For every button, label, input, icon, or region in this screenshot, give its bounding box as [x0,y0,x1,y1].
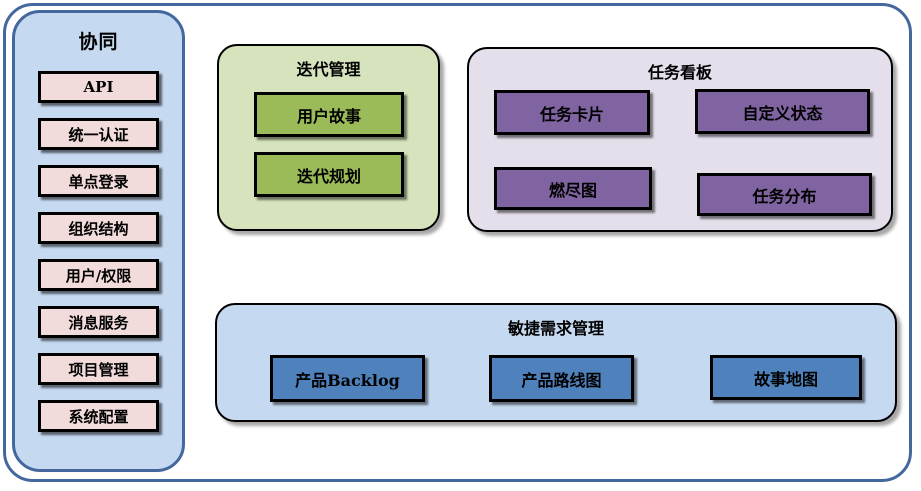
sidebar-title: 协同 [78,32,119,53]
sidebar-item-user-permissions: 用户/权限 [38,259,159,291]
group-agile-requirements: 敏捷需求管理 产品Backlog 产品路线图 故事地图 [215,303,897,422]
group-kanban-title: 任务看板 [647,65,712,82]
feature-user-story: 用户故事 [254,92,404,137]
feature-product-roadmap: 产品路线图 [489,355,634,402]
sidebar-item-list: API 统一认证 单点登录 组织结构 用户/权限 消息服务 项目管理 系统配置 [15,71,182,432]
feature-story-map: 故事地图 [710,355,862,400]
feature-custom-status: 自定义状态 [695,89,870,134]
sidebar-collaboration-panel: 协同 API 统一认证 单点登录 组织结构 用户/权限 消息服务 项目管理 系统… [12,10,185,472]
feature-task-card: 任务卡片 [494,90,650,135]
feature-product-backlog: 产品Backlog [270,355,425,402]
sidebar-item-unified-auth: 统一认证 [38,118,159,150]
feature-iteration-planning: 迭代规划 [254,152,404,197]
sidebar-item-system-config: 系统配置 [38,400,159,432]
sidebar-item-api: API [38,71,159,103]
group-agile-title: 敏捷需求管理 [507,321,604,338]
sidebar-item-message-service: 消息服务 [38,306,159,338]
group-iteration-title: 迭代管理 [296,62,361,79]
sidebar-item-sso: 单点登录 [38,165,159,197]
feature-task-distribution: 任务分布 [697,173,872,216]
sidebar-item-project-management: 项目管理 [38,353,159,385]
feature-burndown-chart: 燃尽图 [494,167,652,210]
group-task-kanban: 任务看板 任务卡片 自定义状态 燃尽图 任务分布 [467,47,893,232]
sidebar-item-org-structure: 组织结构 [38,212,159,244]
group-iteration-management: 迭代管理 用户故事 迭代规划 [217,44,440,231]
